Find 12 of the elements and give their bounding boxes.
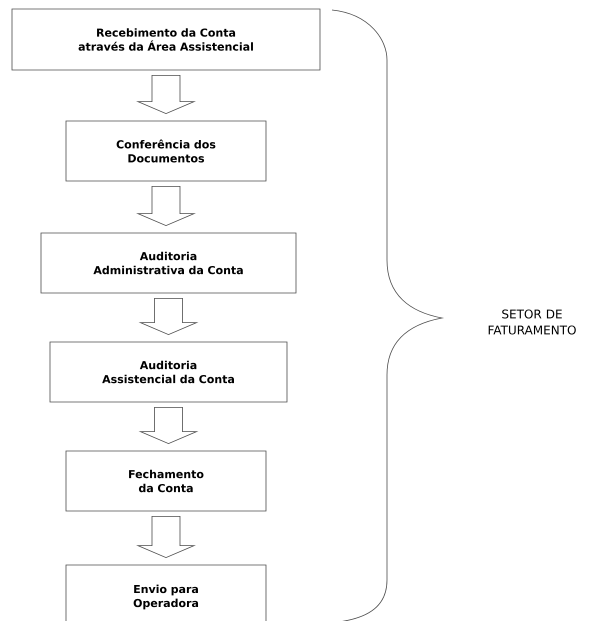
section-label: SETOR DE FATURAMENTO <box>488 309 576 335</box>
block-arrow <box>138 407 198 444</box>
block-arrow <box>136 75 196 114</box>
process-box: Envio para Operadora <box>66 564 266 621</box>
process-box: Conferência dos Documentos <box>66 120 266 182</box>
block-arrow <box>136 186 196 226</box>
process-box: Auditoria Administrativa da Conta <box>40 232 296 294</box>
process-box: Recebimento da Conta através da Área Assistencial <box>12 8 320 70</box>
block-arrow <box>138 298 198 336</box>
process-box: Fechamento da Conta <box>66 450 266 512</box>
process-box: Auditoria Assistencial da Conta <box>50 342 288 402</box>
block-arrow <box>136 516 196 558</box>
